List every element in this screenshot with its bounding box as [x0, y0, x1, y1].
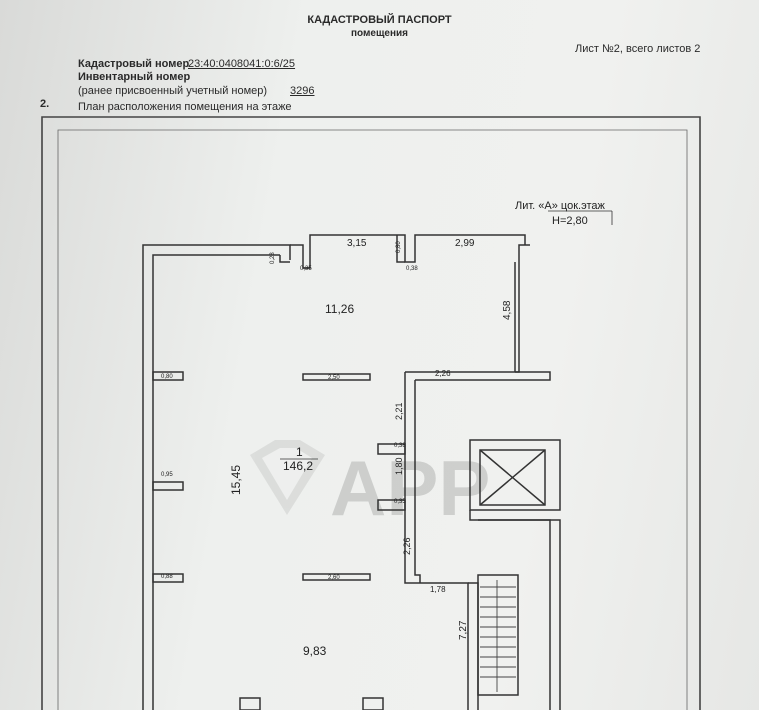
dim-wall-divider: 0,80	[396, 241, 402, 253]
dim-stub-lower: 0,35	[394, 499, 406, 505]
room-area: 146,2	[283, 459, 313, 473]
dim-notch-upper: 0,80	[161, 374, 173, 380]
document-title: КАДАСТРОВЫЙ ПАСПОРТ	[307, 14, 452, 26]
dim-2-99: 2,99	[455, 238, 475, 249]
dim-2-21: 2,21	[394, 402, 404, 420]
walls	[142, 234, 561, 710]
dim-1-78: 1,78	[430, 585, 446, 594]
room-number: 1	[296, 445, 303, 459]
section-title: План расположения помещения на этаже	[78, 101, 292, 113]
dim-column-lower: 2,60	[328, 575, 340, 581]
dim-notch-middle: 0,95	[161, 472, 173, 478]
height-label: Н=2,80	[552, 215, 588, 227]
stair-treads	[480, 580, 516, 692]
dim-stub-upper: 0,38	[394, 443, 406, 449]
dim-column-upper: 2,50	[328, 375, 340, 381]
outer-frame	[41, 116, 701, 710]
dim-1-80: 1,80	[394, 457, 404, 475]
floor-label: Лит. «А» цок.этаж	[515, 200, 605, 212]
dim-wall-left-top: 0,28	[270, 252, 276, 264]
watermark-text: АРР	[330, 444, 490, 532]
inventory-label: Инвентарный номер	[78, 71, 191, 83]
section-number: 2.	[40, 98, 50, 110]
dim-2-26-top: 2,26	[435, 369, 451, 378]
inner-frame	[57, 129, 688, 710]
dim-15-45: 15,45	[229, 465, 243, 495]
watermark-logo	[250, 440, 325, 515]
previous-number-value: 3296	[290, 85, 315, 97]
cadastral-label: Кадастровый номер	[78, 58, 190, 70]
sheet-number: Лист №2, всего листов 2	[575, 43, 701, 55]
dim-7-27: 7,27	[458, 620, 469, 640]
dim-wall-divider-bottom: 0,38	[406, 266, 418, 272]
document-subtitle: помещения	[351, 28, 408, 39]
dim-11-26: 11,26	[325, 302, 354, 316]
cadastral-value: 23:40:0408041:0:6/25	[188, 58, 296, 70]
dim-9-83: 9,83	[303, 644, 327, 658]
dim-notch-lower: 0,88	[161, 574, 173, 580]
dim-4-58: 4,58	[502, 300, 513, 320]
previous-number-label: (ранее присвоенный учетный номер)	[78, 85, 268, 97]
dim-3-15: 3,15	[347, 238, 367, 249]
dim-2-26-lower: 2,26	[402, 537, 412, 555]
dim-wall-notch: 0,35	[300, 266, 312, 272]
